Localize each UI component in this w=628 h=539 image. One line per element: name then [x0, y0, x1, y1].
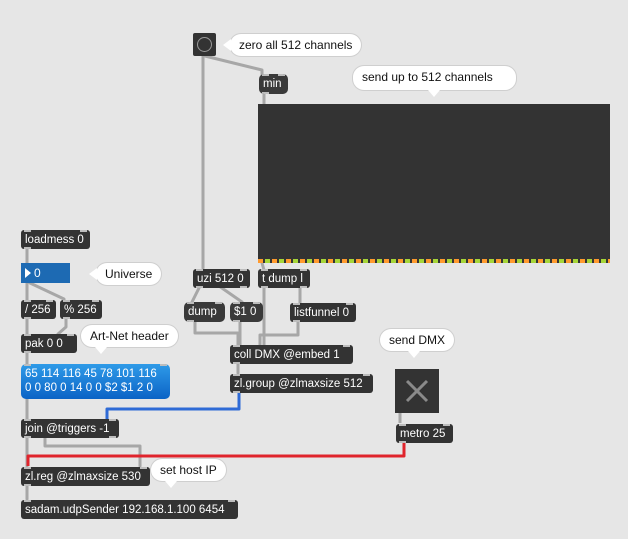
trigger-dump-label: t dump l	[262, 273, 303, 285]
comment-zero-text: zero all 512 channels	[239, 38, 353, 52]
dmx-channel-multislider[interactable]	[258, 104, 610, 263]
uzi-object[interactable]: uzi 512 0	[193, 269, 250, 288]
zl-group-object[interactable]: zl.group @zlmaxsize 512	[230, 374, 373, 393]
loadmess-object[interactable]: loadmess 0	[21, 230, 90, 249]
outlet	[293, 320, 300, 322]
comment-send-channels-text: send up to 512 channels	[362, 70, 493, 84]
artnet-header-message[interactable]: 65 114 116 45 78 101 116 0 0 80 0 14 0 0…	[21, 364, 170, 399]
cord-number-to-mod	[28, 281, 66, 303]
comment-tail	[165, 481, 177, 488]
outlet	[300, 286, 307, 288]
zl-reg-label: zl.reg @zlmaxsize 530	[25, 471, 141, 483]
divide-256-object[interactable]: / 256	[21, 300, 56, 319]
comment-artnet-text: Art-Net header	[90, 329, 169, 343]
triangle-right-icon	[25, 268, 31, 278]
outlet	[24, 436, 31, 438]
zl-group-label: zl.group @zlmaxsize 512	[234, 378, 363, 390]
outlet	[262, 92, 269, 94]
metro-object[interactable]: metro 25	[396, 424, 453, 443]
uzi-label: uzi 512 0	[197, 273, 244, 285]
listfunnel-label: listfunnel 0	[294, 307, 349, 319]
coll-object[interactable]: coll DMX @embed 1	[230, 345, 353, 364]
join-label: join @triggers -1	[25, 423, 110, 435]
comment-send-channels: send up to 512 channels	[353, 66, 516, 97]
cord-dump-to-coll	[193, 320, 240, 347]
outlet	[233, 391, 240, 393]
universe-number-value: 0	[34, 266, 41, 280]
join-object[interactable]: join @triggers -1	[21, 419, 119, 438]
comment-tail	[428, 90, 440, 97]
comment-tail	[89, 268, 97, 280]
outlet	[24, 484, 31, 486]
comment-tail	[408, 351, 420, 358]
comment-set-host-text: set host IP	[160, 463, 217, 477]
comment-tail	[95, 347, 107, 354]
cord-uzi-to-set1	[217, 284, 244, 304]
cord-bang-to-min	[203, 54, 264, 76]
listfunnel-object[interactable]: listfunnel 0	[290, 303, 356, 322]
min-message[interactable]: min	[259, 74, 288, 94]
zero-bang-button[interactable]	[193, 33, 216, 56]
comment-universe-text: Universe	[105, 267, 153, 281]
set-value-label: $1 0	[234, 306, 257, 318]
comment-send-dmx: send DMX	[380, 329, 455, 358]
pak-object[interactable]: pak 0 0	[21, 334, 77, 353]
pak-label: pak 0 0	[25, 338, 63, 350]
universe-number-box[interactable]: 0	[21, 263, 70, 283]
outlet	[399, 441, 406, 443]
outlet	[109, 436, 116, 438]
outlet	[233, 320, 240, 322]
outlet	[63, 317, 70, 319]
outlet	[187, 320, 194, 322]
outlet	[261, 286, 268, 288]
comment-artnet-header: Art-Net header	[81, 325, 178, 354]
cord-listfunnel-to-coll	[258, 320, 300, 347]
comment-send-dmx-text: send DMX	[389, 333, 446, 347]
outlet	[24, 247, 31, 249]
loadmess-label: loadmess 0	[25, 234, 84, 246]
zl-reg-object[interactable]: zl.reg @zlmaxsize 530	[21, 467, 150, 486]
modulo-label: % 256	[64, 304, 97, 316]
modulo-256-object[interactable]: % 256	[60, 300, 102, 319]
outlet	[24, 317, 31, 319]
cord-uzi-to-dump	[190, 284, 202, 304]
comment-universe: Universe	[89, 263, 162, 285]
metro-label: metro 25	[400, 428, 446, 440]
bang-circle-icon	[197, 37, 212, 52]
udp-sender-label: sadam.udpSender 192.168.1.100 6454	[25, 504, 225, 516]
outlet	[24, 351, 31, 353]
artnet-line-1: 65 114 116 45 78 101 116	[25, 368, 157, 380]
comment-zero-channels: zero all 512 channels	[223, 34, 362, 56]
artnet-line-2: 0 0 80 0 14 0 0 $2 $1 2 0	[25, 382, 153, 394]
send-dmx-toggle[interactable]	[395, 369, 439, 413]
coll-label: coll DMX @embed 1	[234, 349, 340, 361]
trigger-dump-object[interactable]: t dump l	[258, 269, 310, 288]
dump-message[interactable]: dump	[184, 302, 225, 322]
toggle-x-icon	[405, 379, 429, 403]
udp-sender-object[interactable]: sadam.udpSender 192.168.1.100 6454	[21, 500, 238, 519]
comment-tail	[223, 39, 231, 51]
multislider-channel-ticks	[258, 259, 610, 263]
outlet	[196, 286, 203, 288]
cord-join-to-zlreg	[43, 436, 142, 468]
outlet	[240, 286, 247, 288]
comment-set-host: set host IP	[151, 459, 226, 488]
outlet	[233, 362, 240, 364]
cord-mod-to-pak	[56, 317, 68, 336]
set-value-message[interactable]: $1 0	[230, 302, 263, 322]
dump-label: dump	[188, 306, 217, 318]
divide-label: / 256	[25, 304, 51, 316]
min-message-label: min	[263, 78, 282, 90]
